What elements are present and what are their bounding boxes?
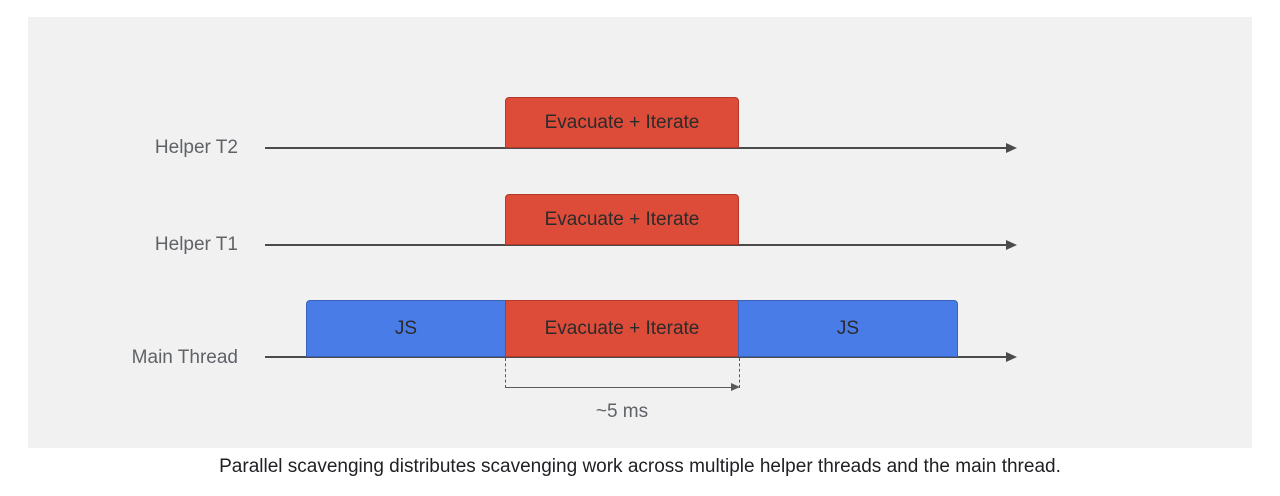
block-main-thread-js-after: JS [738,300,958,357]
measure-tick-left [505,358,506,388]
timeline-axis-main-thread [265,356,1010,358]
timeline-arrow-icon-helper-t1 [1006,240,1017,250]
block-helper-t2-evacuate-iterate: Evacuate + Iterate [505,97,739,148]
block-main-thread-js-before: JS [306,300,506,357]
measure-duration-label: ~5 ms [595,401,649,422]
figure-caption: Parallel scavenging distributes scavengi… [219,456,1061,477]
timeline-axis-helper-t1 [265,244,1010,246]
timeline-arrow-icon-helper-t2 [1006,143,1017,153]
timeline-axis-helper-t2 [265,147,1010,149]
row-label-helper-t2: Helper T2 [154,137,238,158]
measure-tick-right [739,358,740,388]
measure-span-line [505,387,733,388]
row-label-main-thread: Main Thread [131,347,238,368]
row-label-helper-t1: Helper T1 [154,234,238,255]
block-main-thread-evacuate-iterate: Evacuate + Iterate [505,300,739,357]
timeline-arrow-icon-main-thread [1006,352,1017,362]
block-helper-t1-evacuate-iterate: Evacuate + Iterate [505,194,739,245]
measure-arrow-icon [731,383,740,391]
